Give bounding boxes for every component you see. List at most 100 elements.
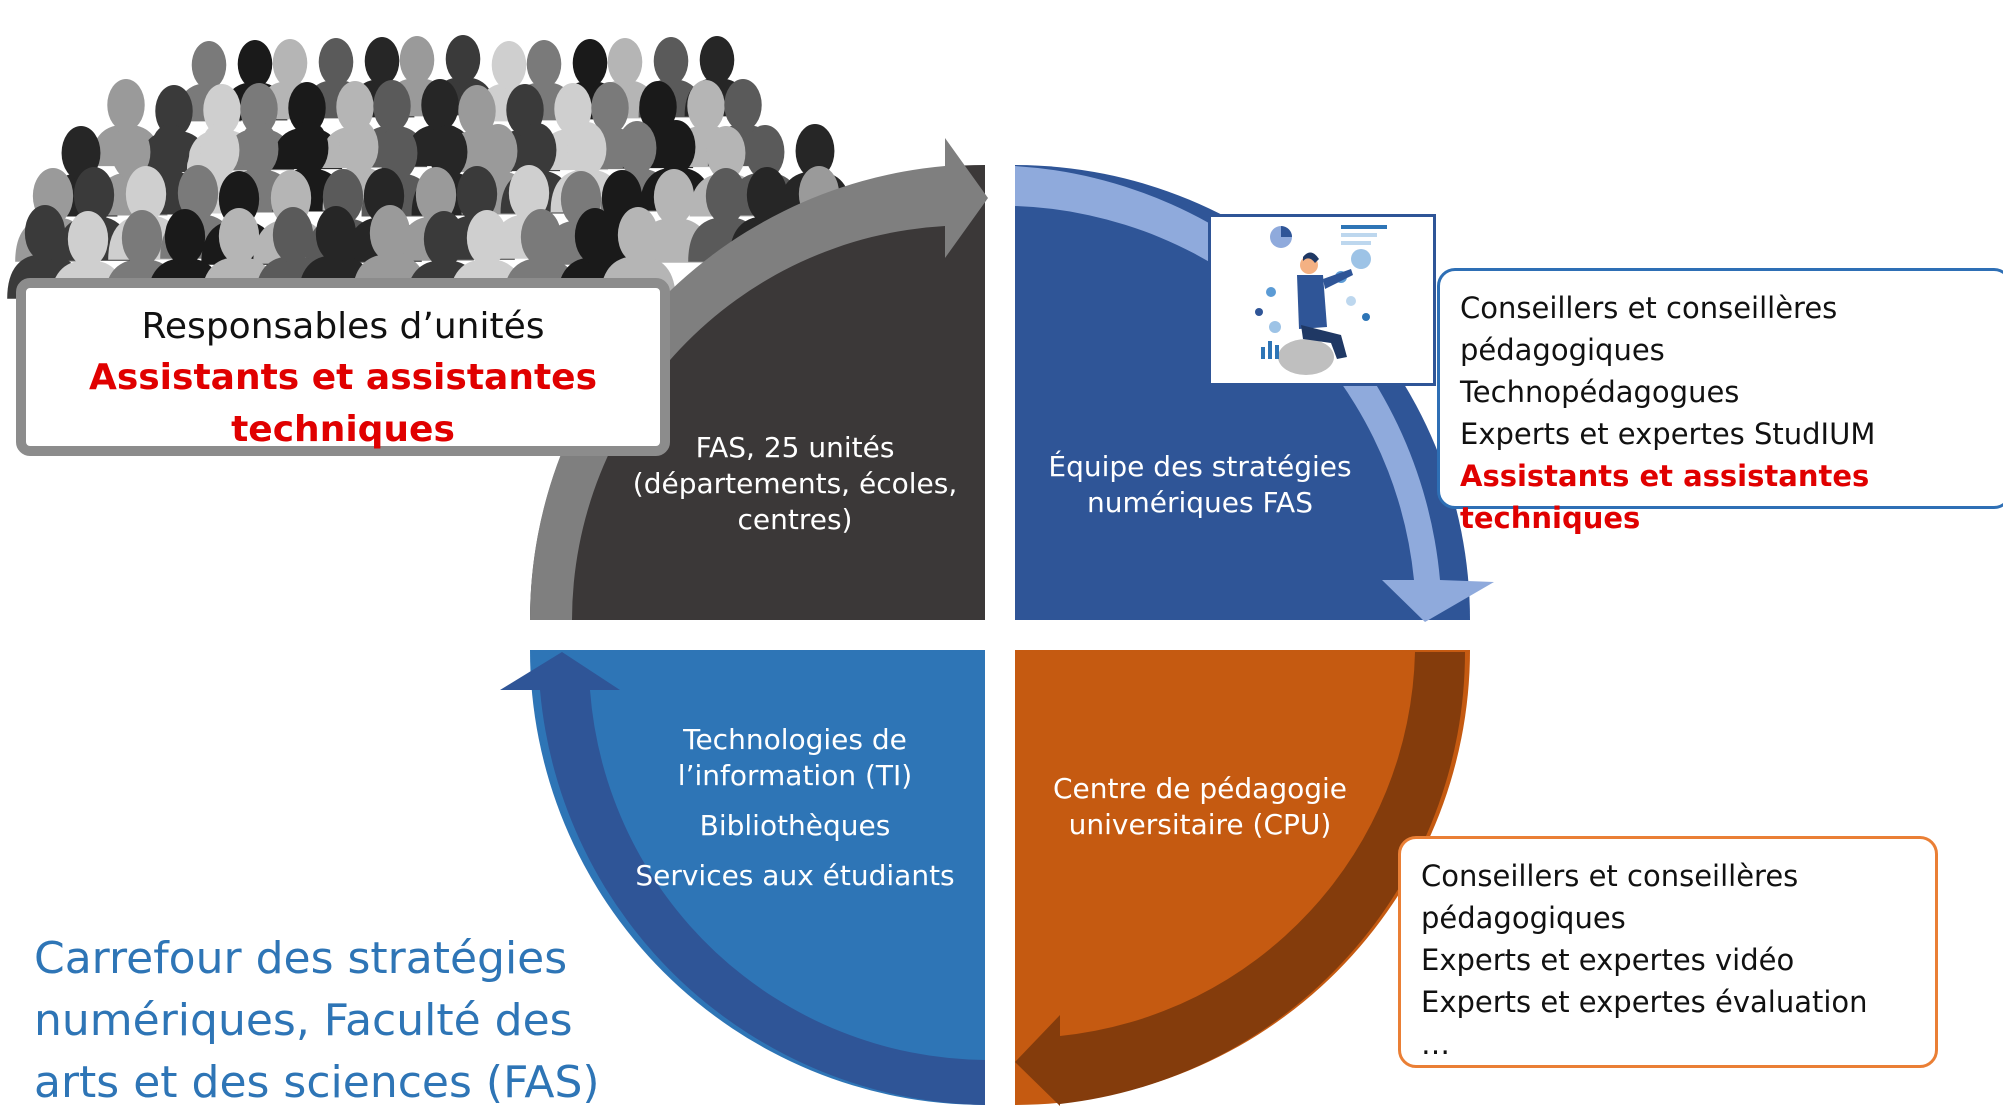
person-head-silhouette xyxy=(617,121,657,175)
person-head-silhouette xyxy=(508,165,550,221)
person-head-silhouette xyxy=(653,169,695,225)
person-head-silhouette xyxy=(339,120,379,174)
person-head-silhouette xyxy=(200,123,240,177)
esn-role-1: Conseillers et conseillères xyxy=(1460,291,1838,325)
person-head-silhouette xyxy=(237,40,273,88)
quadrant-equipe-text: Équipe des stratégies numériques FAS xyxy=(1040,449,1360,521)
cpu-role-3: Experts et expertes vidéo xyxy=(1421,943,1795,977)
person-head-silhouette xyxy=(272,207,314,263)
cpu-line-1: Centre de pédagogie xyxy=(1052,772,1348,805)
person-head-silhouette xyxy=(373,80,411,132)
bibliotheques-label: Bibliothèques xyxy=(699,809,891,842)
cpu-role-5: … xyxy=(1421,1027,1450,1061)
person-head-silhouette xyxy=(289,121,329,175)
person-head-silhouette xyxy=(239,122,279,176)
person-head-silhouette xyxy=(458,85,496,137)
services-etudiants-label: Services aux étudiants xyxy=(635,859,955,892)
person-head-silhouette xyxy=(369,205,411,261)
person-head-silhouette xyxy=(121,210,163,266)
person-head-silhouette xyxy=(517,123,557,177)
ti-line-2: l’information (TI) xyxy=(677,759,913,792)
person-head-silhouette xyxy=(67,211,109,267)
person-head-silhouette xyxy=(687,80,725,132)
person-head-silhouette xyxy=(364,37,400,85)
person-with-bubbles-icon xyxy=(1255,225,1387,375)
person-head-silhouette xyxy=(318,38,354,86)
person-head-silhouette xyxy=(653,37,689,85)
person-head-silhouette xyxy=(526,40,562,88)
person-head-silhouette xyxy=(164,209,206,265)
person-head-silhouette xyxy=(639,81,677,133)
person-head-silhouette xyxy=(478,124,518,178)
person-head-silhouette xyxy=(724,79,762,131)
esn-role-4: Experts et expertes StudIUM xyxy=(1460,417,1876,451)
person-head-silhouette xyxy=(491,41,527,89)
person-head-silhouette xyxy=(617,207,659,263)
person-head-silhouette xyxy=(399,36,435,84)
person-head-silhouette xyxy=(423,211,465,267)
person-head-silhouette xyxy=(705,168,747,224)
person-head-silhouette xyxy=(745,125,785,179)
person-head-silhouette xyxy=(506,84,544,136)
person-head-silhouette xyxy=(150,124,190,178)
person-head-silhouette xyxy=(272,39,308,87)
person-head-silhouette xyxy=(421,79,459,131)
fas-line-1: FAS, 25 unités xyxy=(695,431,895,464)
esn-role-3: Technopédagogues xyxy=(1460,375,1740,409)
quadrant-cpu xyxy=(1015,650,1470,1105)
person-head-silhouette xyxy=(591,82,629,134)
person-head-silhouette xyxy=(155,85,193,137)
person-head-silhouette xyxy=(795,124,835,178)
person-head-silhouette xyxy=(699,36,735,84)
caption-line-1: Carrefour des stratégies xyxy=(34,933,568,984)
ti-line-1: Technologies de xyxy=(683,723,907,756)
quadrant-equipe-strategies xyxy=(1015,165,1470,620)
person-head-silhouette xyxy=(378,126,418,180)
person-head-silhouette xyxy=(656,120,696,174)
illustration-frame xyxy=(1208,214,1436,386)
diagram-caption: Carrefour des stratégies numériques, Fac… xyxy=(34,928,654,1114)
person-head-silhouette xyxy=(520,209,562,265)
esn-roles-box: Conseillers et conseillères pédagogiques… xyxy=(1437,268,2003,535)
caption-line-2: numériques, Faculté des xyxy=(34,995,573,1046)
fas-line-3: centres) xyxy=(737,503,853,536)
arrow-bottom-right xyxy=(1015,652,1465,1106)
responsables-title: Responsables d’unités xyxy=(141,306,545,347)
quadrant-fas-units-text: FAS, 25 unités (départements, écoles, ce… xyxy=(630,430,960,538)
person-head-silhouette xyxy=(554,83,592,135)
person-head-silhouette xyxy=(177,165,219,221)
person-head-silhouette xyxy=(415,167,457,223)
person-head-silhouette xyxy=(336,81,374,133)
person-head-silhouette xyxy=(746,167,788,223)
responsables-box: Responsables d’unités Assistants et assi… xyxy=(16,278,670,456)
person-head-silhouette xyxy=(456,166,498,222)
fas-line-2: (départements, écoles, xyxy=(632,467,958,500)
person-head-silhouette xyxy=(191,41,227,89)
person-head-silhouette xyxy=(607,38,643,86)
person-head-silhouette xyxy=(125,166,167,222)
arrow-bottom-left xyxy=(500,652,985,1105)
caption-line-3: arts et des sciences (FAS) xyxy=(34,1057,600,1108)
cpu-role-2: pédagogiques xyxy=(1421,901,1626,935)
person-head-silhouette xyxy=(706,126,746,180)
person-head-silhouette xyxy=(466,210,508,266)
quadrant-ti-bibliotheques xyxy=(530,650,985,1105)
person-head-silhouette xyxy=(24,205,66,261)
person-head-silhouette xyxy=(61,126,101,180)
person-head-silhouette xyxy=(240,83,278,135)
assistants-line-1: Assistants et assistantes xyxy=(88,357,598,398)
cpu-roles-box: Conseillers et conseillères pédagogiques… xyxy=(1398,836,1938,1068)
cpu-role-1: Conseillers et conseillères xyxy=(1421,859,1799,893)
person-head-silhouette xyxy=(567,122,607,176)
person-head-silhouette xyxy=(218,208,260,264)
person-head-silhouette xyxy=(428,125,468,179)
person-head-silhouette xyxy=(572,39,608,87)
quadrant-fas-units xyxy=(530,165,985,620)
person-head-silhouette xyxy=(315,206,357,262)
equipe-line-2: numériques FAS xyxy=(1087,486,1313,519)
quadrant-ti-text: Technologies de l’information (TI) Bibli… xyxy=(630,722,960,894)
person-head-silhouette xyxy=(111,125,151,179)
quadrant-cpu-text: Centre de pédagogie universitaire (CPU) xyxy=(1040,771,1360,843)
person-head-silhouette xyxy=(574,208,616,264)
